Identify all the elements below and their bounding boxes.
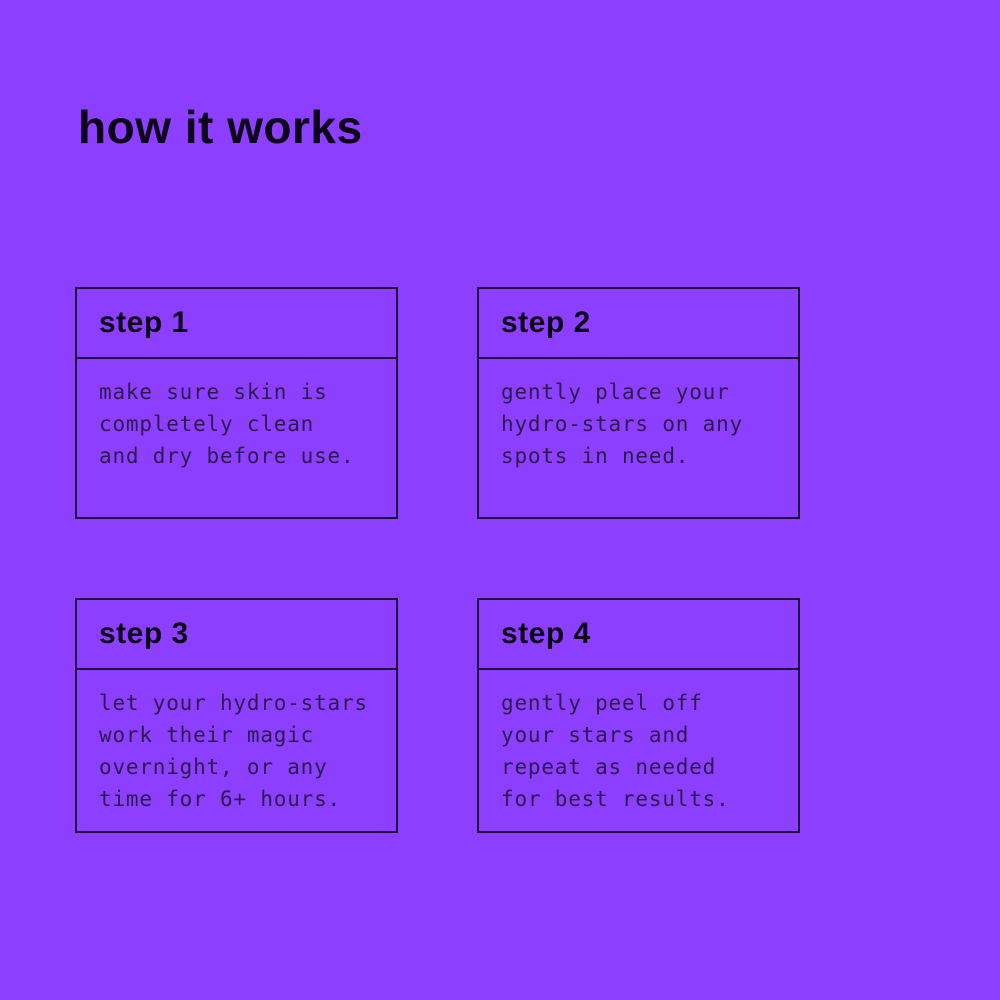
step-card-1: step 1 make sure skin is completely clea… bbox=[75, 287, 398, 519]
page-title: how it works bbox=[78, 101, 363, 153]
step-card-1-header: step 1 bbox=[77, 289, 396, 359]
step-1-description: make sure skin is completely clean and d… bbox=[99, 380, 355, 468]
step-card-4-header: step 4 bbox=[479, 600, 798, 670]
step-3-description: let your hydro-stars work their magic ov… bbox=[99, 691, 368, 811]
step-2-description: gently place your hydro-stars on any spo… bbox=[501, 380, 743, 468]
step-card-2: step 2 gently place your hydro-stars on … bbox=[477, 287, 800, 519]
step-2-title: step 2 bbox=[501, 306, 591, 339]
step-card-3: step 3 let your hydro-stars work their m… bbox=[75, 598, 398, 833]
step-card-3-header: step 3 bbox=[77, 600, 396, 670]
step-1-title: step 1 bbox=[99, 306, 189, 339]
step-4-title: step 4 bbox=[501, 617, 591, 650]
step-4-description: gently peel off your stars and repeat as… bbox=[501, 691, 730, 811]
step-card-4: step 4 gently peel off your stars and re… bbox=[477, 598, 800, 833]
steps-grid: step 1 make sure skin is completely clea… bbox=[75, 287, 800, 833]
step-3-title: step 3 bbox=[99, 617, 189, 650]
step-card-2-header: step 2 bbox=[479, 289, 798, 359]
